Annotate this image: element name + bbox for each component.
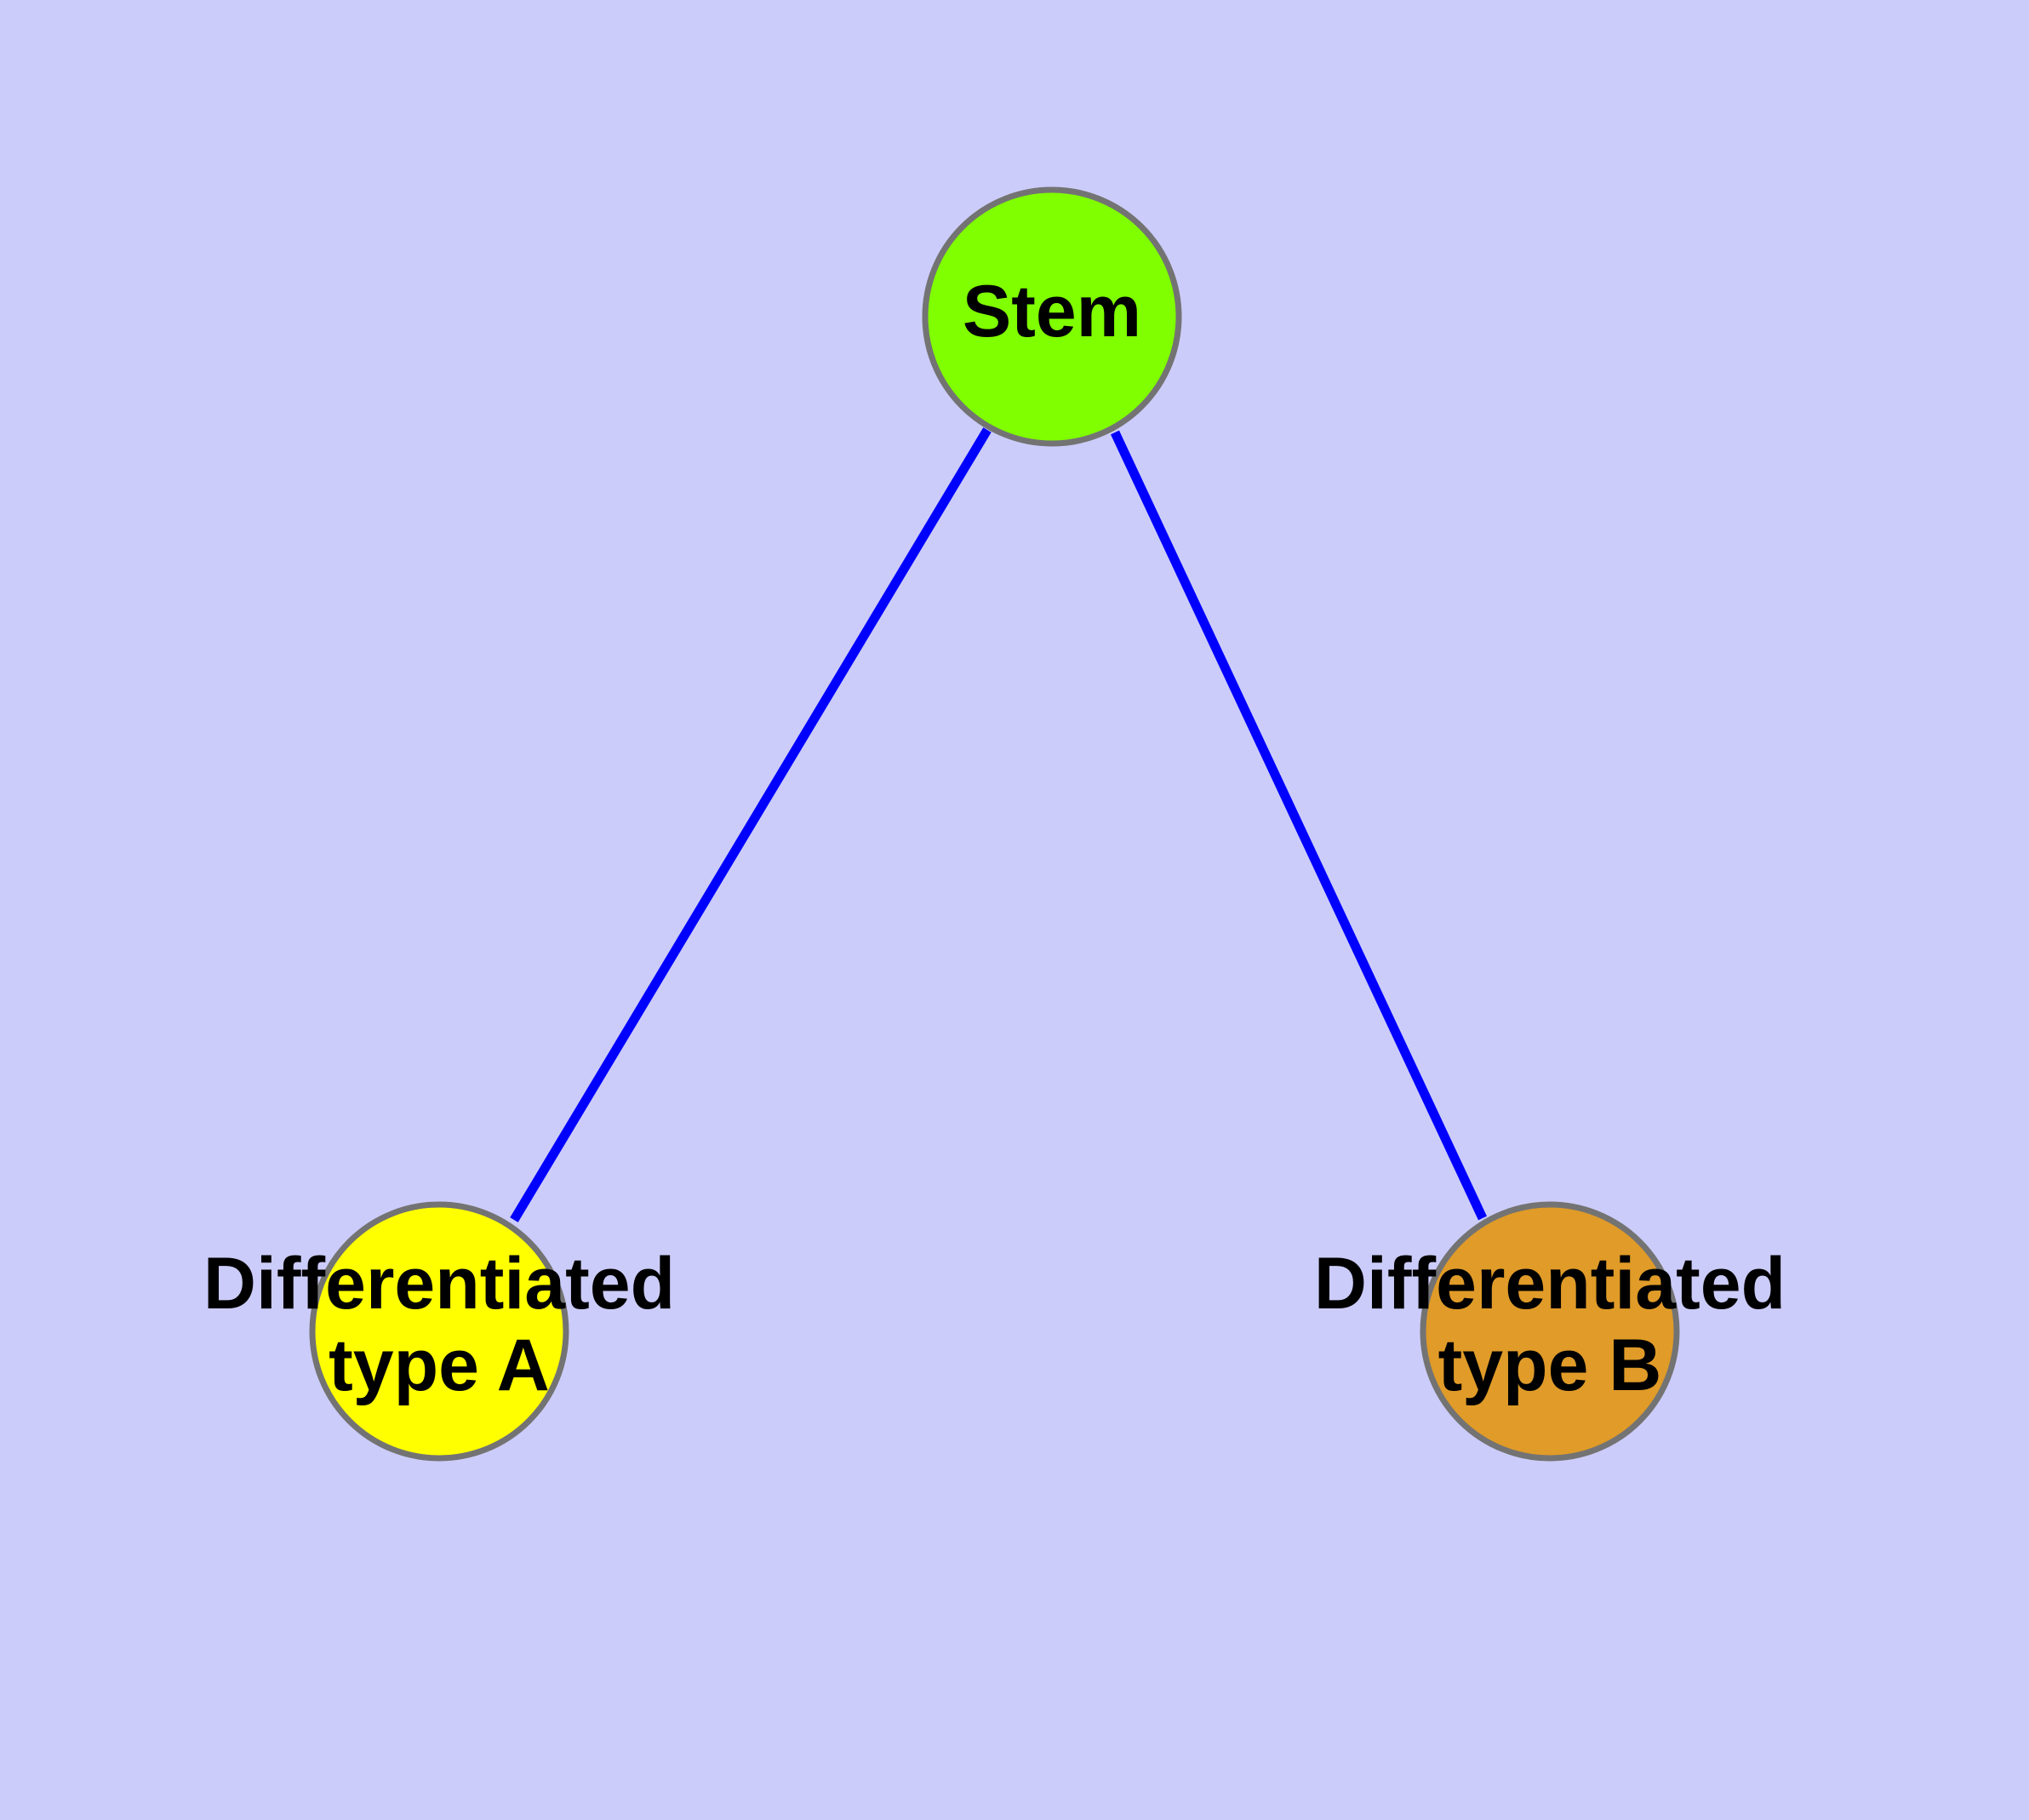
node-stem[interactable]: Stem (922, 186, 1182, 447)
node-differentiated-type-a-circle[interactable] (309, 1201, 569, 1462)
node-stem-label: Stem (963, 271, 1141, 352)
node-differentiated-type-b-circle[interactable] (1420, 1201, 1680, 1462)
edge-layer (510, 427, 1487, 1222)
edge-stem-to-differentiated-type-b[interactable] (1111, 430, 1487, 1221)
node-stem-circle[interactable] (922, 186, 1182, 447)
edge-stem-to-differentiated-type-a[interactable] (510, 427, 992, 1222)
